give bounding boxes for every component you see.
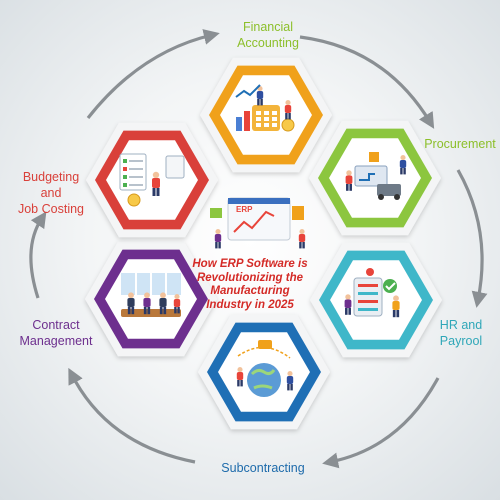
cycle-arrow (322, 377, 440, 469)
center-illustration: ERP (210, 197, 306, 249)
label-line: Job Costing (17, 202, 84, 216)
hexagon-contract-management (85, 241, 217, 357)
label-line: Management (19, 334, 93, 348)
label-budgeting-and-job-costing: Budgeting and Job Costing (8, 169, 94, 217)
budget-planning-icon (119, 153, 185, 207)
label-financial-accounting: Financial Accounting (218, 19, 318, 51)
label-line: Contract (32, 318, 80, 332)
label-line: and (40, 186, 62, 200)
label-line: Accounting (237, 36, 299, 50)
label-contract-management: Contract Management (6, 317, 106, 349)
label-subcontracting: Subcontracting (208, 460, 318, 476)
hr-payroll-icon (344, 268, 400, 318)
title-line: Industry in 2025 (206, 298, 294, 311)
label-line: Financial (242, 20, 294, 34)
label-hr-and-payroll: HR and Payrool (430, 317, 492, 349)
procurement-icon (345, 152, 407, 200)
label-line: Payrool (439, 334, 483, 348)
hexagon-subcontracting (198, 314, 330, 430)
label-line: Procurement (424, 137, 496, 151)
contract-meeting-icon (121, 273, 181, 317)
erp-dashboard-icon (210, 197, 304, 241)
hexagon-financial-accounting (200, 57, 332, 173)
cycle-arrow (86, 29, 220, 119)
hexagon-hr-payroll (310, 242, 442, 358)
cycle-arrows (29, 29, 488, 469)
label-line: Budgeting (22, 170, 80, 184)
label-procurement: Procurement (418, 136, 500, 152)
hexagon-ring (85, 57, 442, 430)
cycle-arrow (299, 35, 435, 129)
cycle-arrow (68, 367, 196, 464)
title-line: Revolutionizing the (196, 271, 304, 284)
cycle-arrow (29, 211, 47, 299)
title-line: Manufacturing (210, 285, 290, 297)
finance-team-icon (235, 84, 295, 132)
hexagon-procurement (309, 120, 441, 236)
label-line: HR and (439, 318, 483, 332)
center-title: How ERP Software is Revolutionizing the … (180, 258, 320, 312)
cycle-arrow (456, 169, 488, 308)
subcontracting-icon (236, 340, 294, 397)
label-line: Subcontracting (221, 461, 305, 475)
title-line: How ERP Software is (192, 258, 308, 270)
hexagon-budgeting-job-costing (86, 122, 218, 238)
erp-badge: ERP (236, 205, 253, 214)
